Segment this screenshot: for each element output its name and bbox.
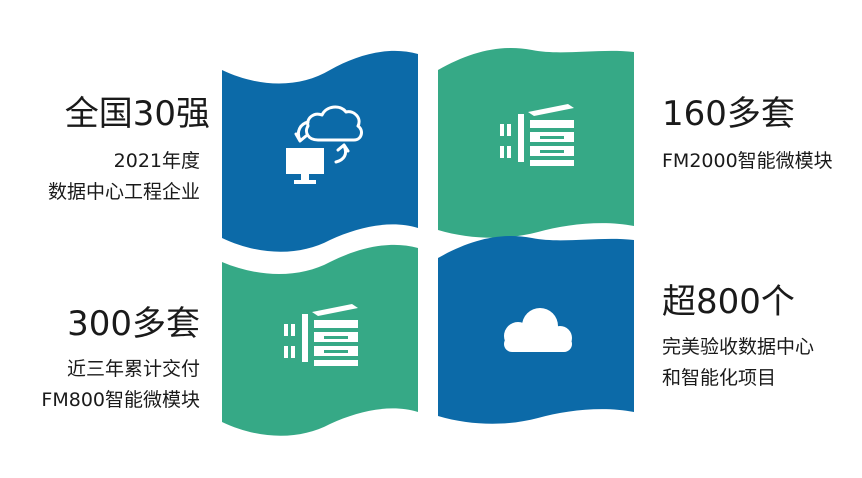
top-left-line2: 数据中心工程企业 [47,181,200,203]
tile-top-right [438,48,634,238]
top-right-description: FM2000智能微模块 [662,146,833,177]
cloud-icon [504,308,572,352]
top-left-line1: 2021年度 [113,150,200,172]
server-rack-icon-top-right [500,104,574,166]
top-left-description: 2021年度 数据中心工程企业 [48,146,200,208]
top-left-headline: 全国30强 [64,94,210,134]
bottom-left-description: 近三年累计交付 FM800智能微模块 [41,354,200,416]
bottom-left-headline: 300多套 [67,304,200,344]
bottom-left-line2: FM800智能微模块 [41,389,200,411]
server-rack-icon-bottom-left [284,304,358,366]
bottom-right-description: 完美验收数据中心 和智能化项目 [662,332,814,394]
bottom-left-line1: 近三年累计交付 [66,358,200,380]
bottom-right-line2: 和智能化项目 [662,367,777,389]
bottom-right-line1: 完美验收数据中心 [662,336,815,358]
cloud-sync-computer-icon [286,105,363,184]
top-right-line1: FM2000智能微模块 [662,150,833,172]
bottom-right-headline: 超800个 [662,282,795,322]
top-right-headline: 160多套 [662,94,795,134]
